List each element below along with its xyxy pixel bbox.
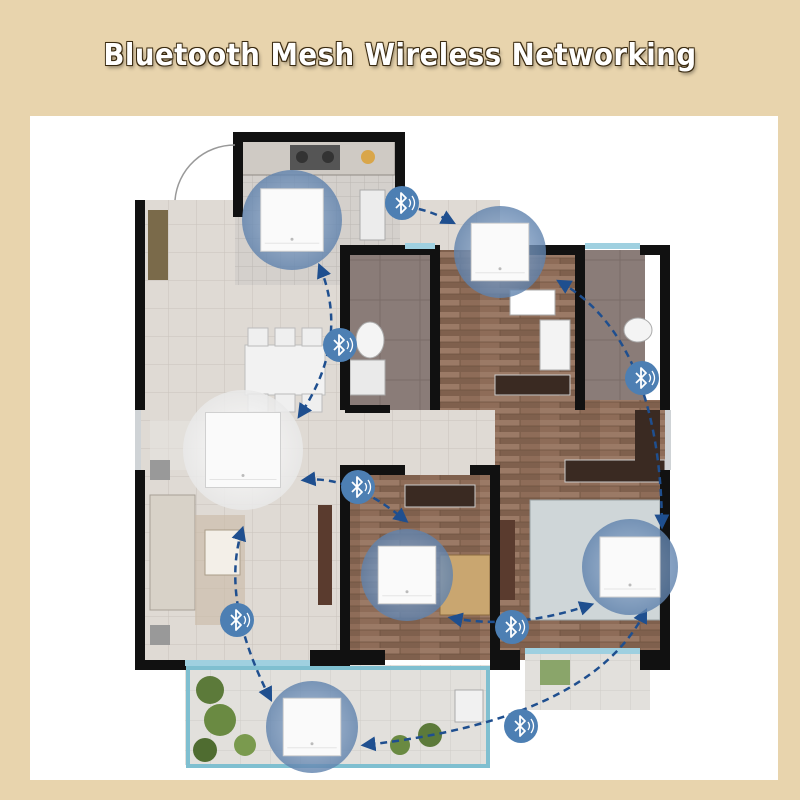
bluetooth-signal-icon: [625, 361, 659, 395]
floor-plan-panel: [30, 116, 778, 780]
wall-switch-icon: [282, 697, 342, 757]
switch-bedroom-small: [361, 529, 453, 621]
bluetooth-signal-icon: [495, 610, 529, 644]
dining-table: [244, 344, 326, 396]
wall-switch-icon: [377, 545, 437, 605]
bluetooth-badges: [220, 186, 659, 743]
switch-hallway: [454, 206, 546, 298]
sink: [359, 189, 386, 241]
link-hallway-master: [556, 279, 670, 530]
sofa: [149, 494, 196, 611]
bluetooth-signal-icon: [220, 603, 254, 637]
switch-kitchen: [242, 170, 342, 270]
wall-switch-icon: [599, 536, 661, 598]
switch-nodes: [183, 170, 678, 773]
tv-cabinet: [318, 505, 332, 605]
bed-small: [509, 289, 556, 316]
bluetooth-signal-icon: [385, 186, 419, 220]
small-wardrobe: [404, 484, 476, 508]
bluetooth-signal-icon: [341, 470, 375, 504]
wall-switch-icon: [260, 188, 324, 252]
switch-bedroom-master: [582, 519, 678, 615]
link-master-balcony: [360, 607, 648, 752]
toilet-2: [623, 317, 653, 343]
wardrobe: [494, 374, 571, 396]
floor-plan-diagram: [135, 132, 678, 773]
page-title: Bluetooth Mesh Wireless Networking: [103, 38, 697, 73]
desk: [539, 319, 571, 371]
toilet: [355, 321, 385, 359]
bluetooth-signal-icon: [323, 328, 357, 362]
wall-switch-icon: [470, 222, 530, 282]
washing-machine: [454, 689, 484, 723]
bluetooth-signal-icon: [504, 709, 538, 743]
switch-balcony: [266, 681, 358, 773]
wall-switch-icon: [205, 412, 281, 488]
entry-door: [174, 144, 236, 201]
entry-cabinet: [148, 210, 168, 280]
switch-living-room: [183, 390, 303, 510]
